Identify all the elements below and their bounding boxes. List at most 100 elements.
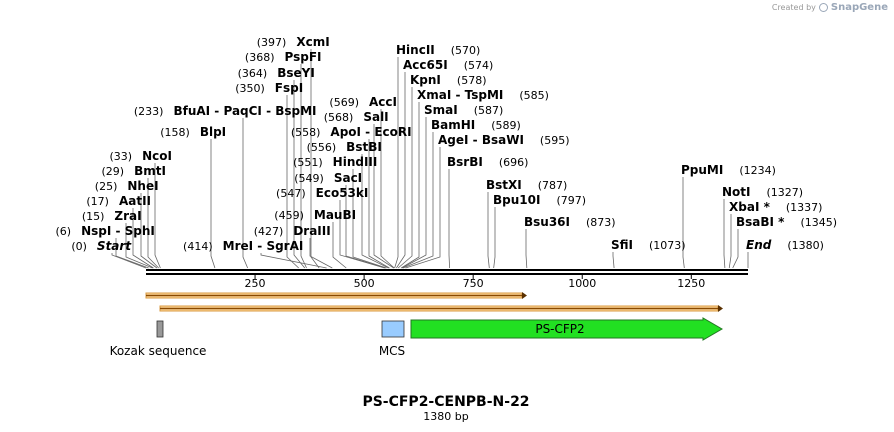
site-name: BstBI	[346, 140, 382, 154]
site-label[interactable]: (427)DraIII	[254, 224, 331, 238]
site-position: (1337)	[786, 201, 823, 214]
site-position: (15)	[82, 210, 105, 223]
site-label[interactable]: (368)PspFI	[245, 50, 322, 64]
site-label[interactable]: (1073)SfiI	[611, 238, 686, 252]
site-label[interactable]: (233)BfuAI - PaqCI - BspMI	[134, 104, 317, 118]
site-leader	[728, 214, 732, 269]
site-name: Eco53kI	[316, 186, 369, 200]
site-position: (568)	[324, 111, 354, 124]
site-name: BsrBI	[447, 155, 483, 169]
site-label[interactable]: (1234)PpuMI	[681, 163, 776, 177]
site-label[interactable]: (547)Eco53kI	[276, 186, 368, 200]
site-name: SacI	[334, 171, 362, 185]
site-label[interactable]: (6)NspI - SphI	[55, 224, 154, 238]
site-label[interactable]: (414)MreI - SgrAI	[183, 239, 303, 253]
site-label[interactable]: (397)XcmI	[257, 35, 330, 49]
site-name: End	[746, 238, 772, 252]
site-label[interactable]: (595)AgeI - BsaWI	[438, 133, 570, 147]
orf-arrow-1[interactable]	[145, 292, 527, 299]
site-label[interactable]: (569)AccI	[329, 95, 397, 109]
site-position: (578)	[457, 74, 487, 87]
site-label[interactable]: (578)KpnI	[410, 73, 487, 87]
site-leader	[361, 154, 389, 269]
site-label[interactable]: (574)Acc65I	[403, 58, 493, 72]
site-label[interactable]: (1380)End	[746, 238, 824, 252]
site-label[interactable]: (350)FspI	[235, 81, 303, 95]
site-label[interactable]: (797)Bpu10I	[493, 193, 586, 207]
site-label[interactable]: (587)SmaI	[424, 103, 503, 117]
axis-tick-label: 750	[463, 277, 484, 290]
snapgene-credit: Created by SnapGene	[772, 2, 888, 13]
site-name: BamHI	[431, 118, 475, 132]
site-leader	[147, 178, 159, 269]
snapgene-logo-icon	[818, 3, 828, 12]
site-label[interactable]: (568)SalI	[324, 110, 389, 124]
site-label[interactable]: (570)HincII	[396, 43, 480, 57]
site-label[interactable]: (0)Start	[71, 239, 132, 253]
site-label[interactable]: (1337)XbaI *	[729, 200, 822, 214]
site-leader	[111, 253, 147, 269]
site-label[interactable]: (696)BsrBI	[447, 155, 528, 169]
site-position: (797)	[556, 194, 586, 207]
site-name: SmaI	[424, 103, 458, 117]
site-label[interactable]: (29)BmtI	[101, 164, 165, 178]
site-label[interactable]: (873)Bsu36I	[524, 215, 616, 229]
site-position: (595)	[540, 134, 570, 147]
site-label[interactable]: (556)BstBI	[307, 140, 382, 154]
site-name: ZraI	[114, 209, 141, 223]
site-leader	[400, 102, 420, 269]
site-label[interactable]: (1327)NotI	[722, 185, 803, 199]
site-name: NheI	[127, 179, 158, 193]
site-label[interactable]: (459)MauBI	[274, 208, 356, 222]
site-leader	[286, 95, 299, 269]
site-position: (364)	[238, 67, 268, 80]
site-label[interactable]: (1345)BsaBI *	[736, 215, 837, 229]
orf-arrow-2[interactable]	[159, 305, 723, 312]
feature-label-mcs: MCS	[379, 344, 405, 358]
site-name: ApoI - EcoRI	[330, 125, 411, 139]
site-label[interactable]: (25)NheI	[95, 179, 159, 193]
site-leader	[154, 163, 161, 269]
site-position: (570)	[451, 44, 481, 57]
site-leader	[397, 87, 413, 269]
site-name: Start	[97, 239, 132, 253]
site-position: (787)	[538, 179, 568, 192]
site-leader	[448, 169, 451, 269]
axis-tick-label: 250	[245, 277, 266, 290]
feature-mcs[interactable]: MCS	[379, 320, 405, 358]
site-leader	[293, 80, 306, 269]
site-label[interactable]: (787)BstXI	[486, 178, 567, 192]
site-leader	[493, 207, 496, 269]
feature-label-kozak: Kozak sequence	[110, 344, 207, 358]
site-label[interactable]: (585)XmaI - TspMI	[417, 88, 549, 102]
map-subtitle: 1380 bp	[423, 410, 468, 423]
site-leader	[310, 49, 320, 269]
map-title: PS-CFP2-CENPB-N-22	[362, 394, 529, 410]
feature-kozak[interactable]: Kozak sequence	[110, 320, 207, 358]
site-position: (397)	[257, 36, 287, 49]
site-position: (1327)	[767, 186, 804, 199]
site-name: NspI - SphI	[81, 224, 155, 238]
axis-tick-label: 1000	[568, 277, 596, 290]
site-label[interactable]: (15) ZraI	[82, 209, 142, 223]
site-leader	[682, 177, 685, 269]
site-label[interactable]: (364)BseYI	[238, 66, 315, 80]
site-position: (233)	[134, 105, 164, 118]
site-label[interactable]: (558)ApoI - EcoRI	[291, 125, 412, 139]
site-position: (574)	[464, 59, 494, 72]
site-label[interactable]: (158)BlpI	[160, 125, 226, 139]
site-label[interactable]: (551)HindIII	[293, 155, 377, 169]
site-leader	[368, 139, 390, 269]
site-position: (368)	[245, 51, 275, 64]
site-label[interactable]: (589)BamHI	[431, 118, 521, 132]
site-name: PpuMI	[681, 163, 723, 177]
site-leader	[115, 238, 149, 269]
site-label[interactable]: (33)NcoI	[109, 149, 171, 163]
site-label[interactable]: (549)SacI	[294, 171, 362, 185]
feature-ps-cfp2[interactable]: PS-CFP2	[410, 317, 723, 341]
site-leader	[373, 124, 394, 269]
site-position: (427)	[254, 225, 284, 238]
site-leader	[732, 229, 739, 269]
site-label[interactable]: (17)AatII	[86, 194, 151, 208]
site-name: AatII	[119, 194, 151, 208]
